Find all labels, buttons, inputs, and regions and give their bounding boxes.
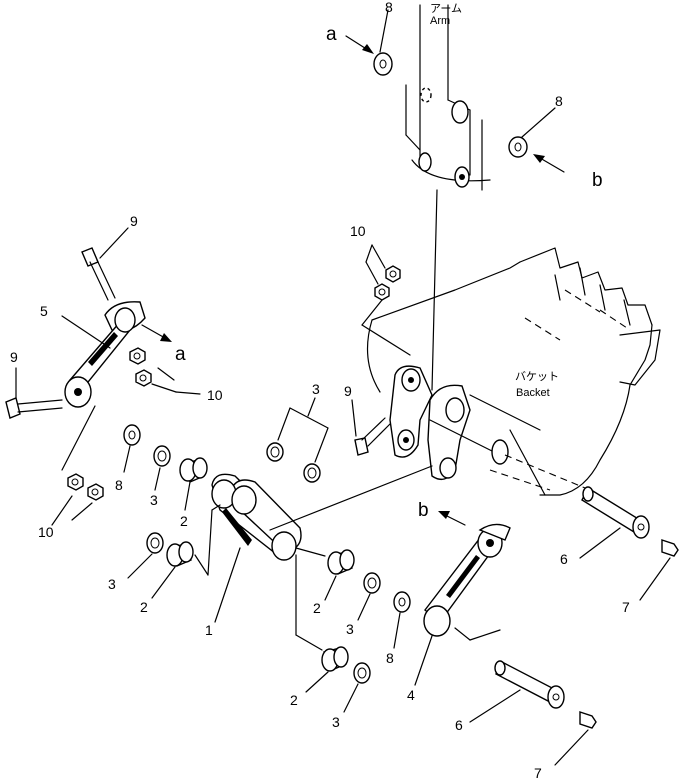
part-number-7-lower: 7 [534,765,542,781]
part-number-6-upper: 6 [560,551,568,567]
part-number-8-top-right: 8 [555,93,563,109]
bushing-2-right-upper: 2 [295,547,355,616]
bolt-9-mid: 9 [344,383,391,456]
shim-top-right: 8 [508,93,563,158]
part-number-9-left: 9 [10,349,18,365]
seal-3-left-lower: 3 [108,532,164,592]
part-number-8-top-left: 8 [385,0,393,15]
part-number-8-left: 8 [115,477,123,493]
shim-8-mid: 8 [386,591,411,666]
part-number-3-left-upper: 3 [150,492,158,508]
bushing-2-left-upper: 2 [179,457,208,529]
pin-6-upper: 6 [560,486,650,567]
bolt-9-left: 9 [5,349,63,419]
part-number-8-mid: 8 [386,650,394,666]
part-number-4: 4 [407,687,415,703]
part-number-10-left: 10 [38,524,54,540]
bucket-label: Backet [516,387,550,399]
arm-label-jp: アーム [430,2,462,15]
arrow-b-top: b [533,154,603,191]
seal-3-lower: 3 [332,662,371,730]
bushing-2-lower: 2 [290,554,349,708]
part-number-2-lower: 2 [290,692,298,708]
nuts-10-upper: 10 [350,223,411,356]
part-number-3-left-lower: 3 [108,576,116,592]
bolt-9-upper: 9 [81,213,138,301]
link-1 [211,465,433,561]
part-number-6-lower: 6 [455,717,463,733]
shim-top-left: 8 [373,0,393,76]
part-number-3-right-upper: 3 [346,621,354,637]
seal-3-left-upper: 3 [150,445,171,508]
part-number-3-upper: 3 [312,381,320,397]
part-number-3-lower: 3 [332,714,340,730]
arrow-b-lower: b [418,500,466,526]
shim-8-left: 8 [115,424,141,493]
part-number-2-right-upper: 2 [313,600,321,616]
pin-6-lower: 6 [455,660,565,733]
arrow-a-left: a [141,324,186,365]
arrow-mark-b-lower: b [418,500,429,521]
part-number-2-left-upper: 2 [180,513,188,529]
part-number-1: 1 [205,622,213,638]
arrow-mark-b-top: b [592,170,603,191]
part-number-10-upper: 10 [350,223,366,239]
bucket-bracket [389,365,591,491]
part-number-5: 5 [40,303,48,319]
part-number-2-left-lower: 2 [140,599,148,615]
part-number-7-upper: 7 [622,599,630,615]
seal-3-right-upper: 3 [346,572,381,637]
bucket-label-jp: バケット [515,370,559,383]
arrow-a-top: a [326,24,374,54]
bucket: バケット Backet [366,247,661,496]
link-1-leader: 1 [205,547,241,638]
part-number-10-mid: 10 [207,387,223,403]
arrow-mark-a-top: a [326,24,337,45]
link-rod-5: 5 [40,301,146,408]
arm-label: Arm [430,15,450,27]
part-number-9-upper: 9 [130,213,138,229]
fitting-7-lower: 7 [534,711,597,781]
nuts-10-mid: 10 [129,347,223,403]
arm-assembly: アーム Arm [405,2,491,391]
fitting-7-upper: 7 [622,539,679,615]
part-number-9-mid: 9 [344,383,352,399]
bushing-2-left-lower: 2 [140,504,221,615]
seals-3-upper: 3 [266,381,329,483]
nuts-10-left: 10 [38,405,104,540]
arrow-mark-a-left: a [175,344,186,365]
link-rod-4: 4 [407,523,511,703]
